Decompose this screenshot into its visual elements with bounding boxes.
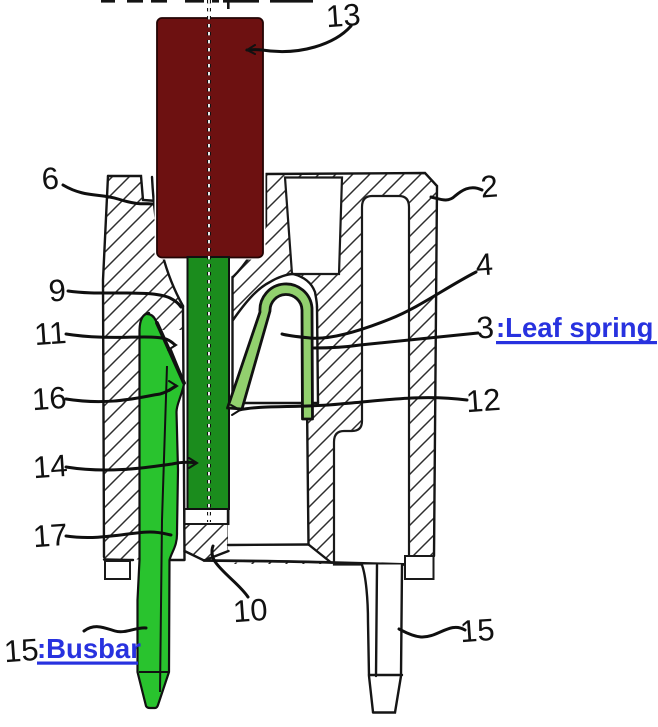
svg-text:2: 2	[479, 168, 499, 204]
svg-text:10: 10	[232, 592, 269, 629]
svg-text:9: 9	[47, 272, 67, 308]
svg-text:6: 6	[40, 160, 60, 196]
svg-text::Busbar: :Busbar	[37, 633, 141, 664]
svg-text:4: 4	[474, 246, 494, 282]
svg-text:15: 15	[3, 632, 40, 669]
svg-text:16: 16	[31, 380, 68, 417]
svg-text::Leaf spring: :Leaf spring	[496, 312, 653, 343]
svg-text:11: 11	[33, 315, 68, 352]
svg-text:12: 12	[465, 382, 502, 419]
svg-text:3: 3	[475, 309, 495, 345]
svg-text:13: 13	[325, 0, 362, 34]
svg-text:14: 14	[32, 448, 69, 485]
svg-text:15: 15	[459, 612, 496, 649]
svg-text:17: 17	[32, 517, 69, 554]
